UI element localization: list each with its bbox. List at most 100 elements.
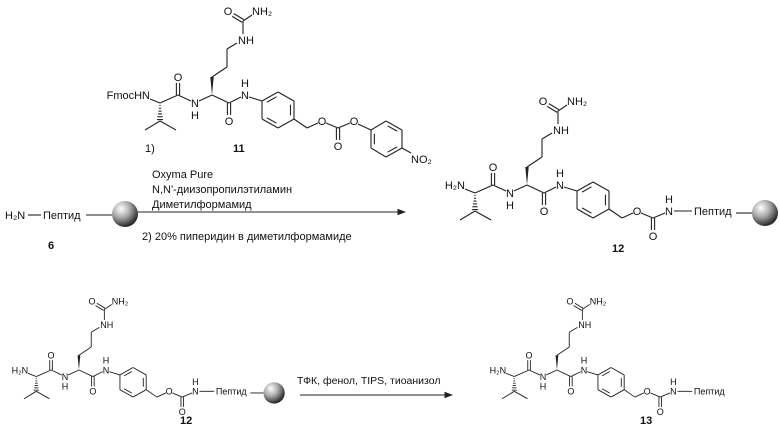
bond	[68, 370, 79, 375]
atom-label: O	[166, 387, 173, 397]
atom-label: N	[670, 387, 677, 397]
molecule-11: FmocHNONHONHOONHONH₂ONO₂	[107, 6, 432, 166]
bond	[386, 148, 402, 157]
bond	[133, 368, 146, 375]
bond	[79, 347, 91, 355]
bond	[546, 370, 557, 375]
atom-label: O	[526, 351, 533, 361]
bond	[229, 97, 241, 103]
bond	[587, 372, 598, 375]
bond	[227, 43, 237, 49]
atom-label: N	[540, 372, 547, 382]
atom-label: NH	[238, 35, 254, 47]
reagent-line: Диметилформамид	[152, 199, 252, 211]
peptide-label: Пептид	[43, 210, 81, 222]
bond	[278, 92, 294, 101]
wedge-bond	[525, 167, 528, 185]
atom-label: H	[241, 78, 249, 90]
peptide-label: Пептид	[694, 387, 725, 397]
bond	[577, 209, 593, 218]
bond	[598, 390, 611, 397]
bond	[278, 119, 294, 128]
bond	[514, 370, 529, 377]
atom-label: O	[567, 387, 574, 397]
bond	[262, 119, 278, 128]
atom-label: H	[103, 355, 110, 365]
bond	[569, 327, 577, 332]
bond	[653, 213, 665, 218]
bond	[109, 372, 120, 375]
atom-label: NH₂	[590, 296, 607, 306]
bond	[564, 187, 577, 191]
atom-label: N	[62, 372, 69, 382]
amine-label: H₂N	[5, 210, 25, 222]
bond	[641, 213, 653, 218]
bond	[160, 95, 178, 103]
bond	[558, 105, 567, 111]
wedge-bond	[210, 77, 213, 95]
atom-label: NH₂	[112, 296, 129, 306]
bond	[243, 15, 252, 21]
atom-label: N	[556, 180, 564, 192]
bond	[371, 148, 386, 157]
bond	[51, 370, 62, 375]
bond	[502, 391, 514, 398]
atom-label: O	[224, 6, 233, 18]
atom-label: O	[89, 296, 96, 306]
atom-label: H	[191, 110, 199, 122]
bond	[402, 148, 411, 153]
atom-label: O	[657, 407, 664, 417]
atom-label: NH	[100, 320, 113, 330]
step-one-marker: 1)	[145, 143, 155, 155]
atom-label: NH₂	[567, 96, 587, 108]
amine-label: FmocHN	[107, 90, 150, 102]
bond	[24, 391, 36, 398]
atom-label: O	[489, 162, 498, 174]
atom-label: O	[318, 116, 327, 128]
bond	[262, 92, 278, 101]
bond	[28, 373, 36, 376]
bond	[635, 393, 644, 397]
atom-label: NH₂	[252, 6, 272, 18]
compound-label-6: 6	[48, 240, 54, 252]
atom-label: O	[48, 351, 55, 361]
bond	[529, 370, 540, 375]
bond	[157, 393, 166, 397]
bond	[307, 123, 318, 128]
atom-label: H	[62, 382, 69, 392]
molecule-12-bottom: H₂NONHONHOONHONH₂NHПептид	[12, 296, 285, 417]
peptide-label: Пептид	[216, 387, 247, 397]
bond	[182, 393, 192, 397]
compound-label-11: 11	[233, 143, 245, 155]
bond	[93, 372, 103, 377]
atom-label: O	[540, 206, 549, 218]
bond	[249, 97, 262, 101]
bond	[527, 157, 542, 167]
atom-label: H	[192, 377, 199, 387]
bond	[36, 370, 51, 377]
amine-label: H₂N	[12, 365, 29, 375]
atom-label: H	[506, 200, 514, 212]
bond	[557, 347, 569, 355]
resin-bead-icon	[263, 382, 284, 403]
atom-label: H	[670, 377, 677, 387]
atom-label: N	[581, 365, 588, 375]
bond	[91, 327, 99, 332]
deprotection-conditions: ТФК, фенол, TIPS, тиоанизол	[297, 375, 440, 387]
bond	[593, 182, 609, 191]
compound-label-13: 13	[640, 415, 652, 427]
atom-label: O	[567, 296, 574, 306]
atom-label: N	[191, 98, 199, 110]
atom-label: O	[539, 96, 548, 108]
reagent-line: Oxyma Pure	[152, 169, 213, 181]
bond	[36, 391, 49, 398]
bond	[145, 121, 160, 130]
bond	[611, 390, 624, 397]
bond	[178, 95, 191, 101]
bond	[475, 211, 491, 220]
bond	[120, 390, 133, 397]
atom-label: N	[103, 365, 110, 375]
molecule-12-top: H₂NONHONHOONHONH₂NHПептид	[445, 96, 778, 243]
atom-label: O	[225, 116, 234, 128]
atom-label: O	[644, 387, 651, 397]
